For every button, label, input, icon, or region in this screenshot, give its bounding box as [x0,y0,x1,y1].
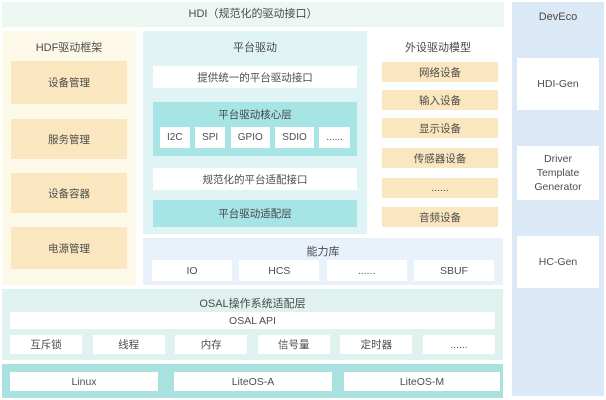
hdf-item-power-management: 电源管理 [11,227,127,269]
chip-ellipsis: ...... [319,127,350,148]
chip-spi: SPI [195,127,226,148]
platform-core-layer: 平台驱动核心层 I2C SPI GPIO SDIO ...... [153,102,357,156]
platform-core-layer-title: 平台驱动核心层 [218,109,292,121]
kernel-liteos-a: LiteOS-A [174,372,332,391]
hdf-framework-section: HDF驱动框架 设备管理 服务管理 设备容器 电源管理 [2,31,136,285]
platform-adapt-layer-box: 平台驱动适配层 [153,200,357,227]
platform-driver-title: 平台驱动 [233,42,277,54]
deveco-section: DevEco HDI-Gen Driver Template Generator… [512,2,604,396]
capability-row: IO HCS ...... SBUF [152,260,494,281]
platform-driver-section: 平台驱动 提供统一的平台驱动接口 平台驱动核心层 I2C SPI GPIO SD… [143,31,367,234]
peripheral-item-sensor: 传感器设备 [382,148,498,168]
osal-semaphore: 信号量 [257,335,330,354]
deveco-hc-gen: HC-Gen [517,236,599,288]
osal-memory: 内存 [175,335,248,354]
deveco-hdi-gen: HDI-Gen [517,58,599,110]
osal-row: 互斥锁 线程 内存 信号量 定时器 ...... [10,335,495,354]
osal-mutex: 互斥锁 [10,335,82,354]
capability-ellipsis: ...... [326,260,407,281]
peripheral-models-title: 外设驱动模型 [405,42,471,54]
kernel-strip: Linux LiteOS-A LiteOS-M [2,364,503,398]
osal-section: OSAL操作系统适配层 OSAL API 互斥锁 线程 内存 信号量 定时器 .… [2,289,503,360]
capability-hcs: HCS [239,260,320,281]
osal-title: OSAL操作系统适配层 [199,298,306,310]
hdf-item-device-container: 设备容器 [11,173,127,213]
peripheral-item-network: 网络设备 [382,62,498,82]
osal-thread: 线程 [92,335,165,354]
chip-gpio: GPIO [230,127,270,148]
deveco-driver-template-generator: Driver Template Generator [517,146,599,200]
peripheral-item-audio: 音频设备 [382,207,498,227]
osal-timer: 定时器 [340,335,413,354]
platform-unified-api-box: 提供统一的平台驱动接口 [153,66,357,88]
peripheral-item-input: 输入设备 [382,90,498,110]
platform-adapt-api-box: 规范化的平台适配接口 [153,168,357,190]
chip-sdio: SDIO [275,127,314,148]
platform-core-chip-row: I2C SPI GPIO SDIO ...... [153,122,357,148]
hdi-bar-title: HDI（规范化的驱动接口） [188,8,318,20]
capability-library-title: 能力库 [306,246,340,258]
peripheral-item-display: 显示设备 [382,118,498,138]
kernel-liteos-m: LiteOS-M [344,372,500,391]
hdf-item-service-management: 服务管理 [11,119,127,159]
osal-api-bar: OSAL API [10,312,495,329]
peripheral-models-section: 外设驱动模型 网络设备 输入设备 显示设备 传感器设备 ...... 音频设备 [376,31,500,234]
hdi-bar: HDI（规范化的驱动接口） [2,2,504,27]
hdf-item-device-management: 设备管理 [11,61,127,104]
deveco-title: DevEco [538,11,578,23]
chip-i2c: I2C [160,127,190,148]
osal-ellipsis: ...... [422,335,495,354]
capability-sbuf: SBUF [413,260,494,281]
hdf-framework-title: HDF驱动框架 [35,42,103,54]
peripheral-item-ellipsis: ...... [382,178,498,198]
capability-library-section: 能力库 IO HCS ...... SBUF [143,238,503,285]
kernel-linux: Linux [10,372,158,391]
capability-io: IO [152,260,232,281]
